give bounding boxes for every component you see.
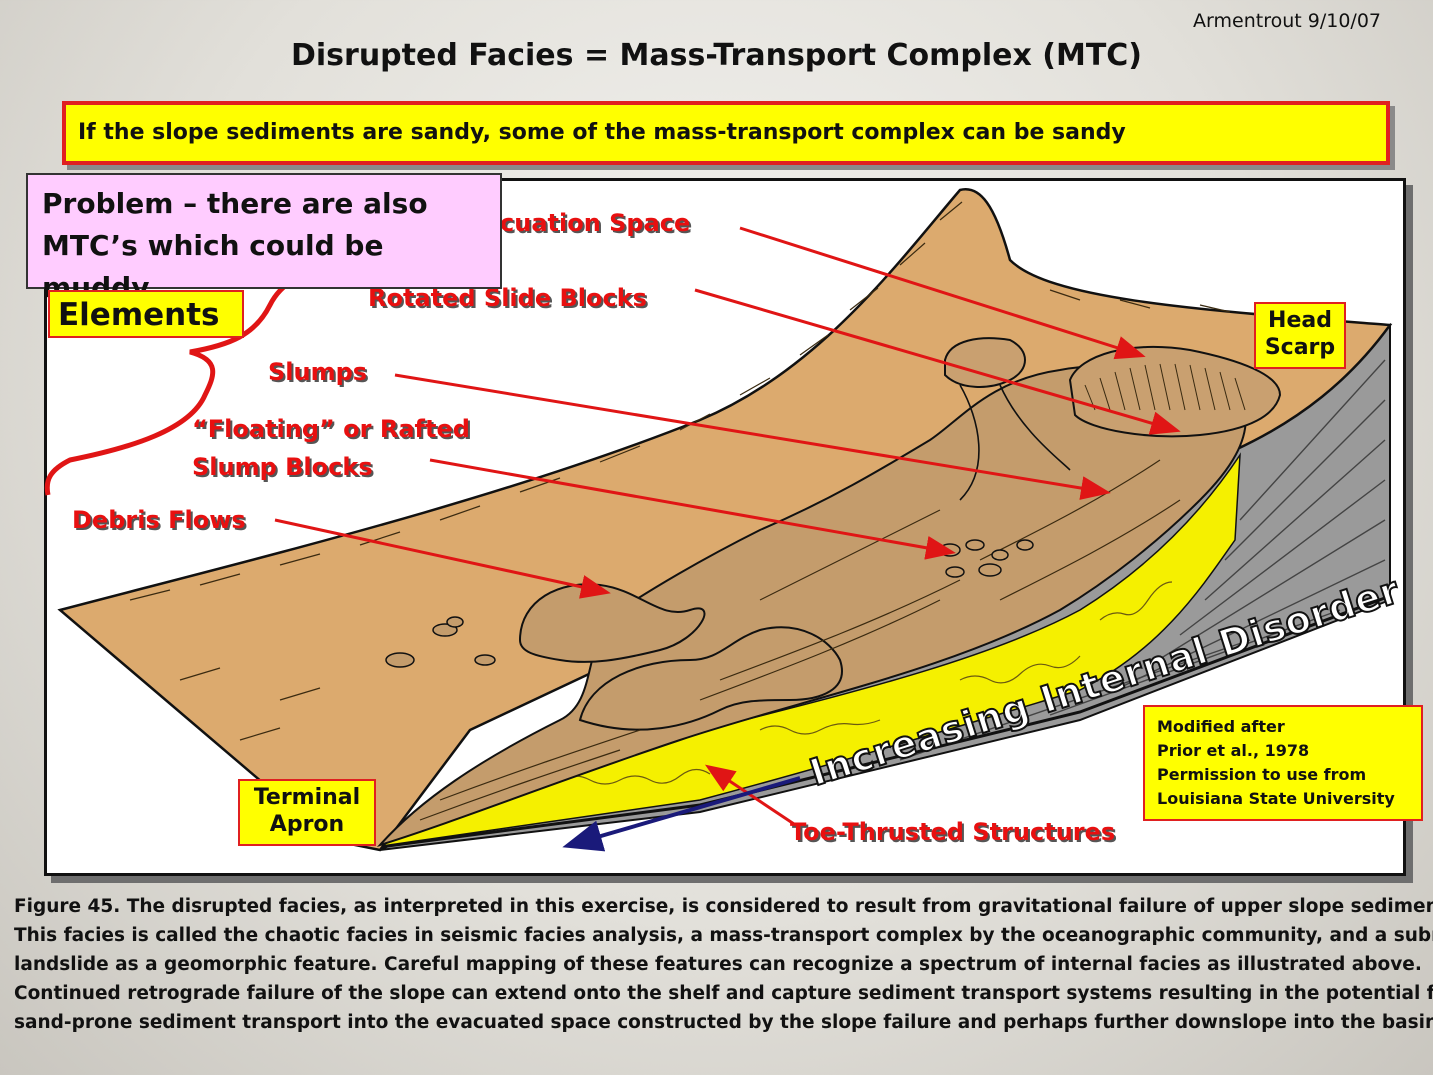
sand-wiggles — [559, 581, 1173, 785]
problem-line-1: Problem – there are also — [42, 187, 428, 220]
caption-line-5: sand-prone sediment transport into the e… — [14, 1012, 1433, 1033]
rafted-blocks — [385, 539, 1034, 668]
terminal-apron-line-1: Terminal — [253, 785, 361, 810]
head-scarp-line-1: Head — [1268, 308, 1332, 333]
credit-line-1: Modified after — [1157, 717, 1285, 736]
elements-label: Elements — [48, 290, 244, 338]
arrow-rafted-blocks — [429, 458, 956, 560]
arrow-slumps — [394, 373, 1111, 500]
strata-lines — [899, 359, 1386, 761]
credit-line-2: Prior et al., 1978 — [1157, 741, 1310, 760]
debris-lobe-lower — [578, 626, 843, 731]
head-scarp-line-2: Scarp — [1264, 335, 1336, 360]
arrow-debris-flows — [274, 518, 611, 599]
flow-lines — [419, 459, 1181, 821]
credit-line-3: Permission to use from — [1157, 765, 1367, 784]
credit-line-4: Louisiana State University — [1157, 789, 1395, 808]
slope-surface — [57, 188, 1393, 852]
credit-box: Modified after Prior et al., 1978 Permis… — [1143, 705, 1423, 821]
disorder-arrow — [562, 776, 801, 852]
head-scarp-label: Head Scarp — [1254, 302, 1346, 369]
label-rafted-line1: “Floating” or Rafted — [192, 415, 470, 443]
caption-line-4: Continued retrograde failure of the slop… — [14, 983, 1433, 1004]
label-slumps: Slumps — [268, 358, 368, 386]
label-toe-thrusted: Toe-Thrusted Structures — [790, 818, 1116, 846]
label-rafted-line2: Slump Blocks — [192, 453, 373, 481]
caption-line-1: Figure 45. The disrupted facies, as inte… — [14, 896, 1433, 917]
caption-line-3: landslide as a geomorphic feature. Caref… — [14, 954, 1422, 975]
elements-bracket — [44, 262, 346, 496]
slide-title: Disrupted Facies = Mass-Transport Comple… — [290, 38, 1143, 73]
terminal-apron-line-2: Apron — [269, 812, 345, 837]
label-debris-flows: Debris Flows — [72, 506, 246, 534]
problem-callout: Problem – there are also MTC’s which cou… — [26, 173, 502, 304]
sandy-statement-banner: If the slope sediments are sandy, some o… — [62, 101, 1390, 165]
pointer-arrows — [274, 226, 1181, 830]
terminal-apron-label: Terminal Apron — [238, 779, 376, 846]
arrow-rotated-slide-blocks — [694, 288, 1181, 435]
slide-block-column — [944, 337, 1026, 388]
caption-line-2: This facies is called the chaotic facies… — [14, 925, 1433, 946]
label-evacuation-space: cuation Space — [500, 209, 691, 237]
arrow-evacuation-space — [739, 226, 1146, 360]
author-date: Armentrout 9/10/07 — [1193, 10, 1381, 32]
figure-caption: Figure 45. The disrupted facies, as inte… — [14, 892, 1433, 1037]
arrow-toe-thrusted — [705, 764, 801, 830]
